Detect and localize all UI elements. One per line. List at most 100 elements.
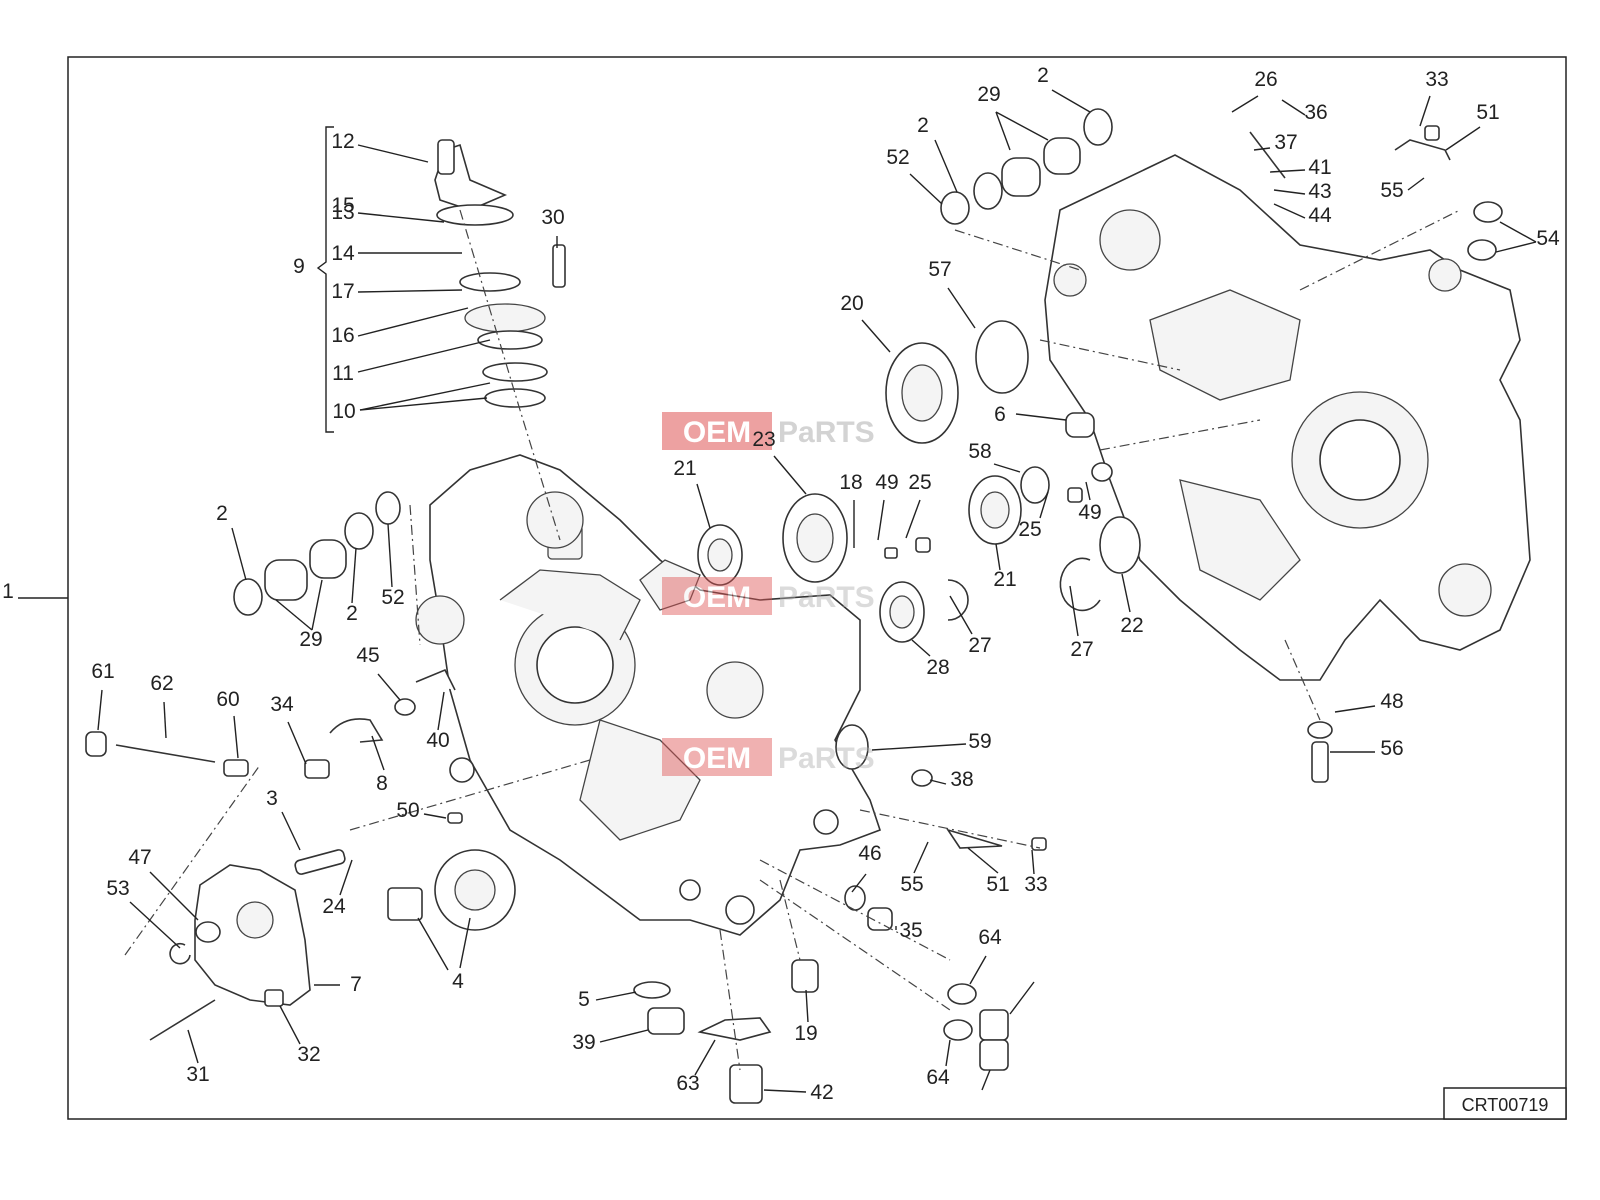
callout-number: 42	[810, 1081, 833, 1104]
callout-leader	[995, 111, 1011, 151]
callout-leader	[1031, 849, 1035, 875]
left-bearing-set	[233, 491, 421, 646]
callout-leader	[905, 499, 921, 539]
callout-leader	[281, 811, 301, 851]
callout-leader	[357, 212, 445, 223]
callout-29: 29	[977, 83, 1049, 151]
callout-leader	[187, 1029, 199, 1064]
callout-number: 32	[297, 1043, 320, 1066]
callout-17: 17	[331, 280, 463, 303]
callout-number: 47	[128, 846, 151, 869]
callout-number: 27	[968, 634, 991, 657]
callout-29: 29	[275, 579, 323, 651]
callout-number: 14	[331, 242, 355, 265]
callout-leader	[1495, 241, 1537, 253]
callout-leader	[129, 901, 181, 949]
callout-leader	[377, 673, 401, 701]
callout-number: 63	[676, 1072, 699, 1095]
callout-leader	[339, 859, 353, 896]
callout-55: 55	[1380, 177, 1425, 202]
callout-number: 40	[426, 729, 449, 752]
callout-39: 39	[572, 1029, 649, 1054]
callout-leader	[423, 813, 447, 819]
callout-leader	[359, 397, 488, 411]
callout-leader	[945, 1039, 951, 1067]
callout-32: 32	[279, 1005, 321, 1066]
callout-47: 47	[128, 846, 199, 921]
callout-number: 27	[1070, 638, 1093, 661]
callout-52: 52	[381, 523, 405, 609]
callout-number: 43	[1308, 180, 1331, 203]
watermark-1: OEM PaRTS	[662, 412, 875, 450]
callout-15: 15	[331, 194, 354, 217]
callout-number: 22	[1120, 614, 1143, 637]
callout-number: 62	[150, 672, 173, 695]
callout-leader	[1253, 147, 1271, 151]
callout-leader	[967, 847, 999, 874]
callout-leader	[909, 173, 943, 205]
callout-leader	[1273, 189, 1306, 195]
callout-undefined	[1009, 981, 1035, 1015]
callout-number: 11	[332, 362, 354, 385]
callout-number: 52	[381, 586, 404, 609]
callout-44: 44	[1273, 203, 1332, 227]
callout-leader	[233, 715, 239, 759]
callout-number: 49	[875, 471, 898, 494]
callout-leader	[371, 735, 385, 771]
callout-61: 61	[91, 660, 115, 731]
callout-leader	[1269, 169, 1306, 173]
callout-number: 15	[331, 194, 354, 217]
callout-number: 54	[1536, 227, 1560, 250]
callout-number: 5	[578, 988, 590, 1011]
callout-number: 57	[928, 258, 951, 281]
callout-leader	[357, 144, 429, 163]
callout-54: 54	[1495, 221, 1560, 253]
diagram-frame	[67, 56, 1567, 1120]
callout-43: 43	[1273, 180, 1332, 203]
callout-leader	[1407, 177, 1425, 191]
callout-number: 37	[1274, 131, 1297, 154]
callout-56: 56	[1330, 737, 1404, 760]
callout-59: 59	[871, 730, 992, 753]
callout-33: 33	[1024, 849, 1048, 896]
callout-number: 33	[1024, 873, 1047, 896]
callout-number: 52	[886, 146, 909, 169]
callout-number: 56	[1380, 737, 1403, 760]
callout-35: 35	[895, 919, 923, 942]
callout-layer: 1222234567891011121314151617181920212122…	[2, 64, 1560, 1104]
watermark-left-text: OEM	[683, 581, 751, 614]
callout-leader	[1085, 481, 1091, 501]
callout-number: 61	[91, 660, 114, 683]
callout-leader	[1419, 95, 1431, 127]
callout-50: 50	[396, 799, 447, 822]
callout-2: 2	[346, 547, 358, 625]
right-crankcase-half	[1044, 154, 1531, 681]
callout-38: 38	[929, 768, 974, 791]
callout-number: 29	[299, 628, 322, 651]
callout-leader	[437, 691, 445, 731]
callout-number: 21	[993, 568, 1016, 591]
callout-number: 48	[1380, 690, 1403, 713]
callout-13: 13	[331, 201, 445, 224]
callout-36: 36	[1281, 99, 1328, 124]
reference-code: CRT00719	[1462, 1095, 1549, 1115]
callout-leader	[763, 1089, 807, 1093]
callout-leader	[387, 523, 393, 588]
callout-number: 58	[968, 440, 991, 463]
callout-leader	[861, 319, 891, 353]
callout-7: 7	[314, 973, 362, 996]
callout-58: 58	[968, 440, 1021, 473]
callout-leader	[1281, 99, 1306, 116]
callout-64: 64	[969, 926, 1002, 985]
callout-22: 22	[1120, 573, 1144, 637]
pump-cover	[124, 764, 346, 1041]
callout-number: 46	[858, 842, 881, 865]
callout-leader	[357, 307, 469, 337]
callout-20: 20	[840, 292, 891, 353]
callout-number: 18	[839, 471, 862, 494]
callout-leader	[1015, 413, 1067, 421]
callout-number: 3	[266, 787, 278, 810]
callout-51: 51	[967, 847, 1010, 896]
callout-leader	[311, 579, 323, 631]
callout-48: 48	[1334, 690, 1404, 713]
